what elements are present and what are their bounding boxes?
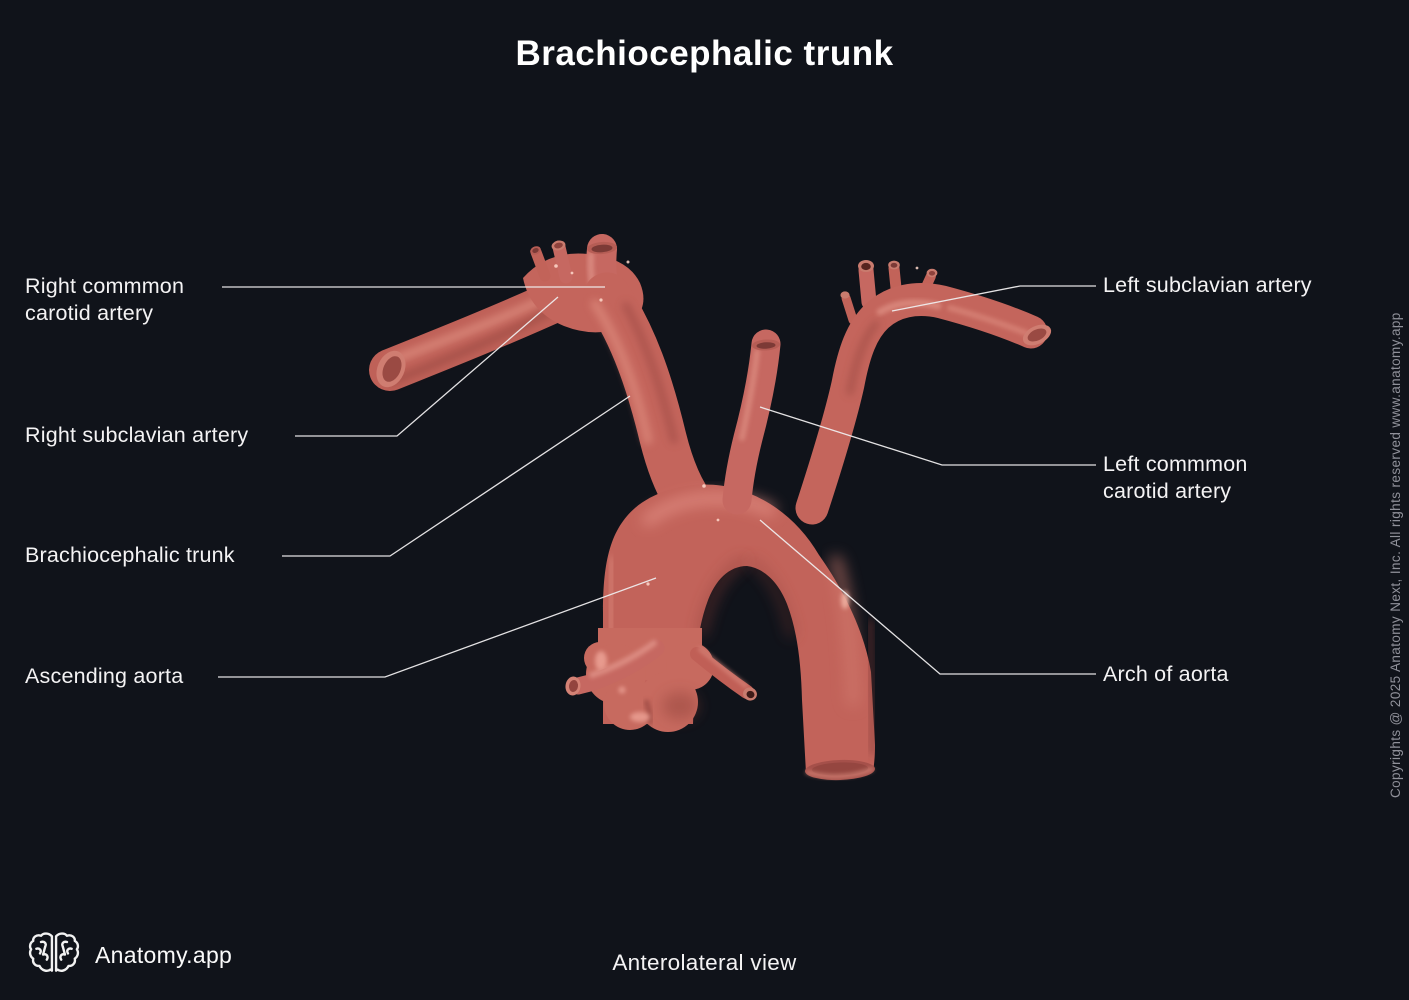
label-line: Right commmon (25, 274, 185, 298)
label-line: Arch of aorta (1103, 662, 1229, 686)
brand-name: Anatomy.app (95, 941, 233, 968)
view-label: Anterolateral view (612, 950, 797, 975)
leader-ascending-aorta (218, 577, 657, 678)
left-subclavian-artery-shape (795, 260, 1052, 525)
label-line: Ascending aorta (25, 664, 184, 688)
leader-left-common-carotid (759, 406, 1096, 466)
leader-brachiocephalic-trunk (282, 395, 631, 557)
label-line: Right subclavian artery (25, 423, 249, 447)
copyright-text: Copyrights @ 2025 Anatomy Next, Inc. All… (1388, 312, 1403, 798)
label-arch-of-aorta: Arch of aorta (1103, 661, 1229, 688)
label-line: Left subclavian artery (1103, 273, 1312, 297)
label-line: carotid artery (1103, 479, 1232, 503)
label-line: Left commmon (1103, 452, 1248, 476)
specular-highlights (554, 260, 919, 586)
left-common-carotid-shape (722, 329, 781, 515)
label-left-subclavian: Left subclavian artery (1103, 272, 1312, 299)
leader-lines (218, 285, 1096, 678)
leader-arch-of-aorta (759, 519, 1096, 675)
leader-left-subclavian (891, 285, 1096, 312)
aortic-root-shape (565, 628, 757, 732)
leader-right-subclavian (295, 296, 559, 437)
brachiocephalic-trunk-shape (583, 272, 719, 534)
brain-icon (28, 932, 80, 972)
page-title: Brachiocephalic trunk (515, 34, 894, 73)
label-ascending-aorta: Ascending aorta (25, 663, 183, 690)
label-left-common-carotid: Left commmon carotid artery (1103, 451, 1248, 505)
label-brachiocephalic-trunk: Brachiocephalic trunk (25, 542, 235, 569)
label-line: Brachiocephalic trunk (25, 543, 235, 567)
label-right-subclavian: Right subclavian artery (25, 422, 248, 449)
label-line: carotid artery (25, 301, 154, 325)
right-subclavian-artery-shape (369, 277, 583, 391)
label-right-common-carotid: Right commmon carotid artery (25, 273, 184, 327)
brand-lockup: Anatomy.app (27, 931, 232, 979)
